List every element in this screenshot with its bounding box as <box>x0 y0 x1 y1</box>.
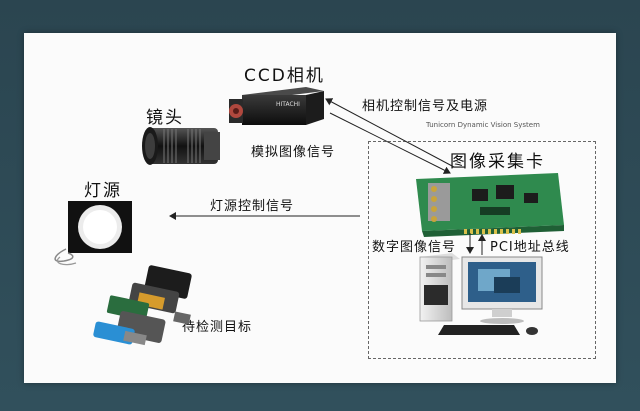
capture-system-box <box>368 141 596 359</box>
computer-icon <box>419 253 543 335</box>
light-control-label: 灯源控制信号 <box>210 199 295 214</box>
capture-card-label: 图像采集卡 <box>450 152 545 172</box>
camera-brand-text: HITACHI <box>276 101 300 108</box>
control-power-arrow <box>325 98 455 168</box>
control-power-label: 相机控制信号及电源 <box>362 99 489 114</box>
target-label: 待检测目标 <box>182 320 253 335</box>
analog-signal-arrow <box>329 112 451 174</box>
diagram-graphics: HITACHI <box>54 87 564 346</box>
lens-icon <box>142 127 220 165</box>
ccd-camera-icon: HITACHI <box>229 87 324 125</box>
capture-card-icon <box>416 173 564 237</box>
diagram-slide: CCD相机 镜头 灯源 相机控制信号及电源 Tunicorn Dynamic V… <box>24 33 616 383</box>
target-object-icon <box>93 265 192 346</box>
digital-signal-label: 数字图像信号 <box>372 240 457 255</box>
lens-label: 镜头 <box>146 108 184 128</box>
arrows <box>169 98 486 255</box>
pci-bus-label: PCI地址总线 <box>490 240 570 255</box>
vendor-text: Tunicorn Dynamic Vision System <box>426 121 540 129</box>
analog-signal-label: 模拟图像信号 <box>251 145 336 160</box>
light-source-label: 灯源 <box>84 181 122 201</box>
light-source-icon <box>54 201 132 266</box>
ccd-camera-label: CCD相机 <box>244 66 325 86</box>
